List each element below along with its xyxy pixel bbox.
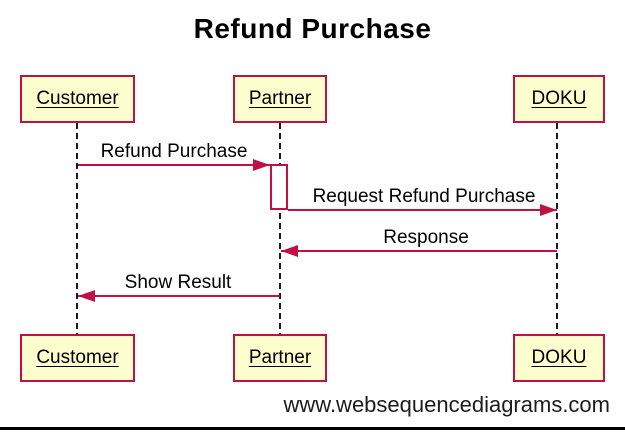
message-arrow-show-result [78, 290, 280, 302]
actor-label-doku-top: DOKU [531, 88, 587, 109]
message-label-request-refund-purchase: Request Refund Purchase [312, 186, 536, 207]
actor-box-partner-top: Partner [233, 75, 327, 123]
message-arrow-refund-purchase [78, 159, 270, 171]
lifeline-doku [556, 123, 558, 334]
actor-label-customer-top: Customer [36, 88, 119, 109]
bottom-border-line [0, 427, 625, 430]
actor-label-customer-bottom: Customer [36, 347, 119, 368]
lifeline-customer [76, 123, 78, 334]
message-label-response: Response [383, 227, 469, 248]
activation-bar-partner [270, 164, 288, 210]
actor-box-partner-bottom: Partner [233, 334, 327, 382]
actor-label-partner-bottom: Partner [248, 347, 312, 368]
actor-label-doku-bottom: DOKU [531, 347, 587, 368]
actor-box-customer-bottom: Customer [20, 334, 135, 382]
lifeline-partner [279, 123, 281, 334]
message-arrow-response [281, 245, 557, 257]
actor-label-partner-top: Partner [248, 88, 312, 109]
message-label-refund-purchase: Refund Purchase [100, 141, 248, 162]
diagram-title: Refund Purchase [193, 13, 432, 44]
actor-box-doku-bottom: DOKU [513, 334, 605, 382]
footer-credit: www.websequencediagrams.com [283, 392, 611, 417]
actor-box-customer-top: Customer [20, 75, 135, 123]
actor-box-doku-top: DOKU [513, 75, 605, 123]
message-arrow-request-refund-purchase [288, 204, 557, 216]
message-label-show-result: Show Result [124, 272, 232, 293]
